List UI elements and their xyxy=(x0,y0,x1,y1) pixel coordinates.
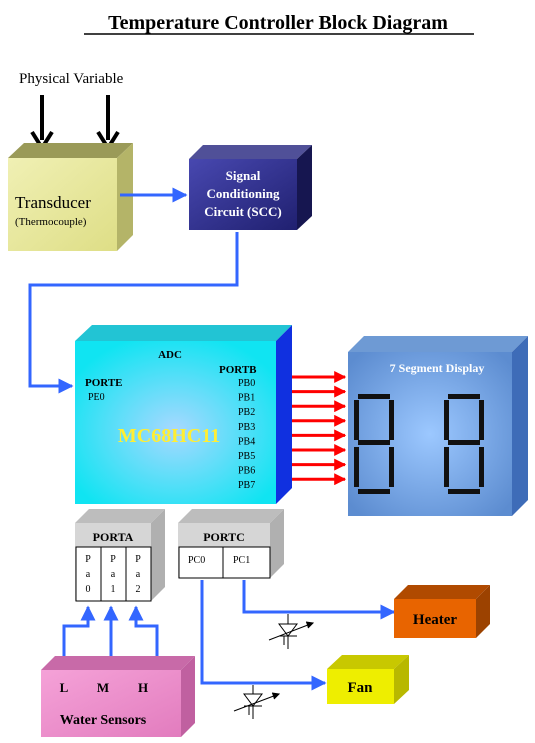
porta-pin-char: 0 xyxy=(86,584,91,595)
physical-variable-label: Physical Variable xyxy=(19,71,124,87)
pc0-to-fan-wire xyxy=(200,580,327,691)
fan-triac-icon xyxy=(233,685,281,719)
sensor-level-l: L xyxy=(60,680,69,695)
portc-title: PORTC xyxy=(203,530,245,544)
scc-block: Signal Conditioning Circuit (SCC) xyxy=(189,145,312,230)
seven-segment-display: 7 Segment Display xyxy=(348,336,528,516)
pc1-label: PC1 xyxy=(233,555,250,566)
porta-pin-char: P xyxy=(135,554,141,565)
input-arrows xyxy=(30,95,120,152)
transducer-title: Transducer xyxy=(15,193,91,212)
portb-pin-label: PB0 xyxy=(238,378,255,389)
portb-pin-label: PB6 xyxy=(238,466,255,477)
fan-label: Fan xyxy=(347,680,373,696)
fan-block: Fan xyxy=(327,655,409,704)
portb-pin-label: PB5 xyxy=(238,451,255,462)
porta-title: PORTA xyxy=(93,530,134,544)
portb-pin-label: PB7 xyxy=(238,480,255,491)
mcu-block: ADC PORTE PE0 PORTB MC68HC11 PB0PB1PB2PB… xyxy=(75,325,292,504)
display-title: 7 Segment Display xyxy=(390,361,485,375)
digit-left xyxy=(354,394,394,494)
pc0-label: PC0 xyxy=(188,555,205,566)
pc1-to-heater-wire xyxy=(242,580,396,620)
porta-pin-char: a xyxy=(111,569,116,580)
porta-block: PORTA Pa 0 Pa 1 Pa 2 xyxy=(75,509,165,602)
porta-pin-char: P xyxy=(110,554,116,565)
transducer-subtitle: (Thermocouple) xyxy=(15,216,87,228)
mcu-porte-label: PORTE xyxy=(85,377,123,389)
portb-pin-label: PB1 xyxy=(238,393,255,404)
mcu-name: MC68HC11 xyxy=(118,425,220,447)
portb-pin-label: PB2 xyxy=(238,407,255,418)
porta-pin-char: 2 xyxy=(136,584,141,595)
scc-line1: Signal xyxy=(226,168,261,183)
transducer-block: Transducer (Thermocouple) xyxy=(8,143,133,251)
heater-block: Heater xyxy=(394,585,490,638)
portb-pin-label: PB4 xyxy=(238,436,255,447)
portb-to-display-arrows xyxy=(292,371,347,486)
digit-right xyxy=(444,394,484,494)
portb-pin-label: PB3 xyxy=(238,422,255,433)
sensor-level-m: M xyxy=(97,680,109,695)
porta-pin-list: Pa 0 Pa 1 Pa 2 xyxy=(85,554,141,595)
heater-label: Heater xyxy=(413,612,457,628)
water-sensors-title: Water Sensors xyxy=(60,713,147,728)
mcu-portb-label: PORTB xyxy=(219,364,257,376)
portc-block: PORTC PC0 PC1 xyxy=(178,509,284,579)
diagram-title: Temperature Controller Block Diagram xyxy=(108,12,448,34)
scc-line3: Circuit (SCC) xyxy=(204,204,281,219)
porta-pin-char: a xyxy=(136,569,141,580)
sensor-wires xyxy=(62,605,159,656)
porta-pin-char: 1 xyxy=(111,584,116,595)
heater-triac-icon xyxy=(268,614,315,649)
mcu-adc-label: ADC xyxy=(158,349,182,361)
scc-to-pe0-wire xyxy=(28,232,239,394)
scc-line2: Conditioning xyxy=(207,186,280,201)
water-sensors-block: L M H Water Sensors xyxy=(41,656,195,737)
porta-pin-char: a xyxy=(86,569,91,580)
mcu-pe0-label: PE0 xyxy=(88,392,105,403)
porta-pin-char: P xyxy=(85,554,91,565)
sensor-level-h: H xyxy=(138,680,148,695)
